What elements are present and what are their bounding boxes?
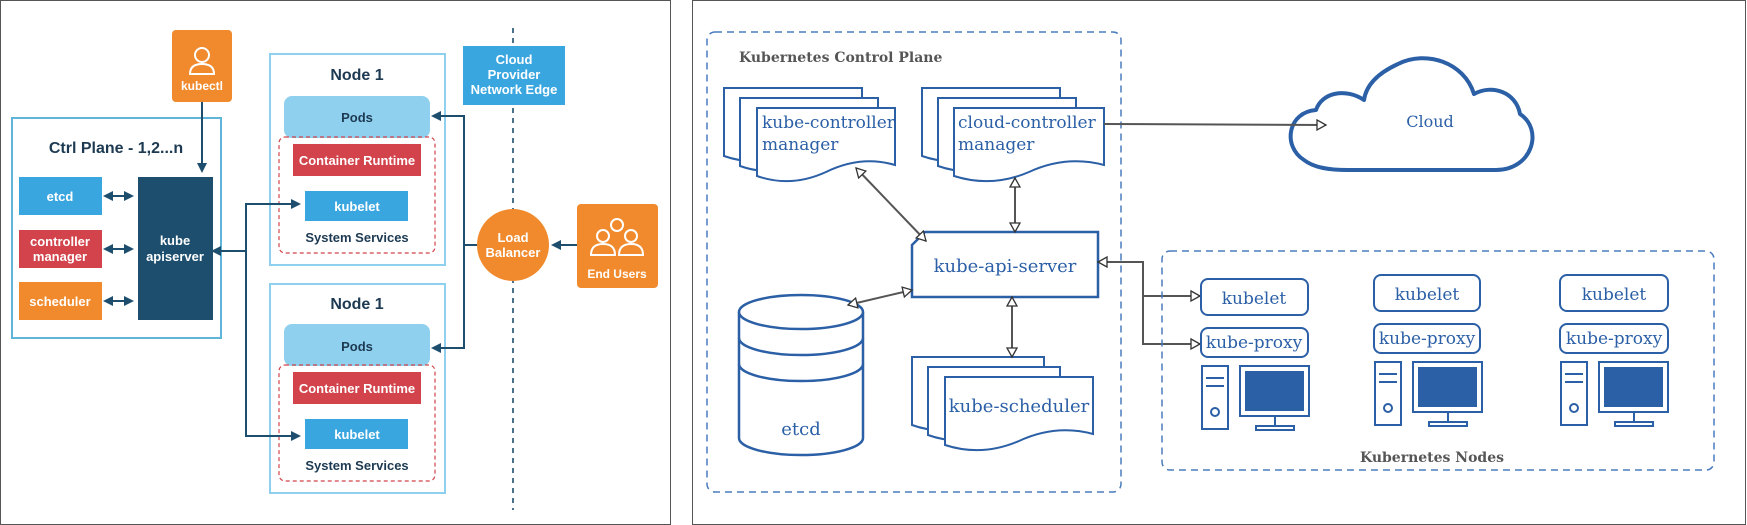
node-top-pods-box <box>284 96 430 138</box>
controller-api-arrow <box>856 168 926 241</box>
etcd-cylinder: etcd <box>737 293 865 457</box>
node-top-frame <box>269 53 446 266</box>
control-plane-title: Kubernetes Control Plane <box>739 50 942 66</box>
node-3-kubelet-label: kubelet <box>1582 285 1647 305</box>
k8s-node-3: kubelet kube-proxy <box>1559 274 1669 427</box>
ctrl-plane-title: Ctrl Plane - 1,2...n <box>49 140 183 157</box>
node-bottom-kubelet-label: kubelet <box>334 427 380 442</box>
load-balancer: Load Balancer <box>477 209 549 281</box>
node-3-kubelet-box <box>1559 274 1669 312</box>
kube-scheduler-doc <box>911 356 1094 452</box>
computer-icon <box>1374 361 1483 427</box>
end-users-box: End Users <box>577 204 658 288</box>
node-bottom-title: Node 1 <box>330 296 383 313</box>
node-bottom-frame <box>269 283 446 494</box>
cloud-edge-line1: Cloud <box>496 52 533 67</box>
k8s-node-2: kubelet kube-proxy <box>1373 274 1483 427</box>
kubectl-box: kubectl <box>172 30 232 102</box>
node-top-runtime-box <box>293 144 421 176</box>
node-3-proxy-box <box>1559 323 1669 354</box>
controller-manager-line1: controller <box>30 234 90 249</box>
right-panel: Kubernetes Control Plane kube-controller… <box>692 0 1746 525</box>
node-bottom-system-label: System Services <box>305 458 408 473</box>
node-top-system-frame <box>278 136 436 254</box>
cloud-shape: Cloud <box>1288 56 1535 172</box>
kube-scheduler-label: kube-scheduler <box>949 396 1090 417</box>
node-bottom-pods-box <box>284 324 430 366</box>
kube-api-server-box: kube-api-server <box>910 230 1100 299</box>
right-etcd-label: etcd <box>781 419 821 440</box>
node-1-kubelet-box <box>1200 278 1309 316</box>
cloud-controller-line1: cloud-controller <box>958 113 1097 133</box>
cloud-edge-line3: Network Edge <box>471 82 558 97</box>
kube-controller-manager-doc <box>723 87 896 183</box>
node-bottom-system-frame <box>278 364 436 482</box>
cloud-label: Cloud <box>1406 112 1454 131</box>
computer-icon <box>1201 365 1310 431</box>
apiserver-line2: apiserver <box>146 249 204 264</box>
computer-icon <box>1560 361 1669 427</box>
kube-controller-line1: kube-controller <box>762 113 896 133</box>
users-group-icon <box>589 218 645 256</box>
lb-pods-arrows <box>431 111 577 353</box>
k8s-node-1: kubelet kube-proxy <box>1200 278 1310 431</box>
ctrl-plane-arrows <box>103 102 207 306</box>
node-3-proxy-label: kube-proxy <box>1566 329 1663 349</box>
left-etcd-label: etcd <box>47 189 74 204</box>
kube-apiserver-box: kube apiserver <box>138 177 213 320</box>
node-bottom-runtime-label: Container Runtime <box>299 381 415 396</box>
cloud-controller-manager-doc <box>921 87 1105 183</box>
nodes-frame <box>1161 250 1715 471</box>
api-kubeproxy-arrow <box>1098 262 1200 344</box>
etcd-api-arrow <box>848 290 912 305</box>
node-bottom: Node 1 Pods Container Runtime kubelet Sy… <box>269 283 446 494</box>
ctrl-plane-frame <box>11 117 222 339</box>
control-plane-arrows <box>848 168 1200 357</box>
node-top-runtime-label: Container Runtime <box>299 153 415 168</box>
load-balancer-line1: Load <box>497 230 528 245</box>
load-balancer-line2: Balancer <box>486 245 541 260</box>
node-top-system-label: System Services <box>305 230 408 245</box>
cloud-edge-line2: Provider <box>488 67 541 82</box>
cloud-controller-cloud-arrow <box>1103 124 1326 125</box>
control-plane-frame <box>706 31 1122 493</box>
node-2-proxy-box <box>1373 323 1481 354</box>
left-etcd-box: etcd <box>19 177 102 215</box>
node-2-kubelet-box <box>1373 274 1481 312</box>
node-top: Node 1 Pods Container Runtime kubelet Sy… <box>269 53 446 266</box>
node-bottom-kubelet-box <box>305 419 408 449</box>
node-bottom-pods-label: Pods <box>341 339 373 354</box>
cloud-controller-line2: manager <box>958 135 1035 155</box>
nodes-title: Kubernetes Nodes <box>1360 450 1504 466</box>
apiserver-line1: kube <box>160 233 190 248</box>
node-top-pods-label: Pods <box>341 110 373 125</box>
apiserver-kubelet-arrows <box>211 199 301 441</box>
end-users-label: End Users <box>587 267 647 281</box>
left-panel: kubectl Ctrl Plane - 1,2...n etcd contro… <box>0 0 671 525</box>
right-panel-frame <box>692 0 1746 525</box>
scheduler-box: scheduler <box>19 282 102 320</box>
node-1-proxy-box <box>1200 327 1309 358</box>
node-2-kubelet-label: kubelet <box>1395 285 1460 305</box>
kubectl-label: kubectl <box>181 79 223 93</box>
cloud-provider-edge-box: Cloud Provider Network Edge <box>463 46 565 105</box>
node-1-proxy-label: kube-proxy <box>1206 333 1303 353</box>
node-bottom-runtime-box <box>293 372 421 404</box>
scheduler-label: scheduler <box>29 294 90 309</box>
node-top-title: Node 1 <box>330 67 383 84</box>
node-2-proxy-label: kube-proxy <box>1379 329 1476 349</box>
controller-manager-line2: manager <box>33 249 87 264</box>
node-1-kubelet-label: kubelet <box>1222 289 1287 309</box>
user-icon <box>188 47 216 75</box>
controller-manager-box: controller manager <box>19 230 102 268</box>
node-top-kubelet-box <box>305 191 408 221</box>
kube-controller-line2: manager <box>762 135 839 155</box>
node-top-kubelet-label: kubelet <box>334 199 380 214</box>
api-server-label: kube-api-server <box>934 256 1077 277</box>
